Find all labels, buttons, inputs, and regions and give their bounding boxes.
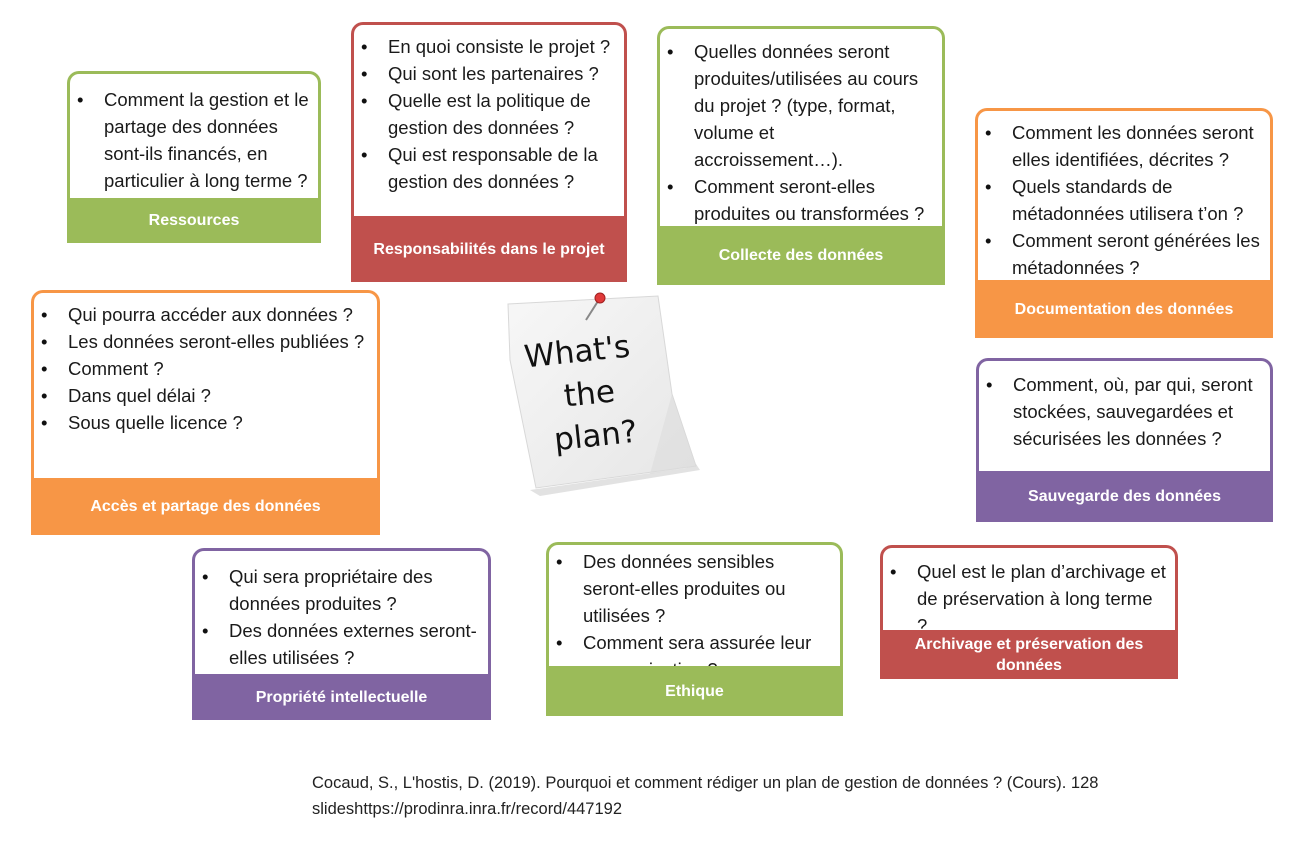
card-label: Archivage et préservation des données — [880, 630, 1178, 679]
question-list: Des données sensibles seront-elles produ… — [553, 548, 832, 683]
card-body: En quoi consiste le projet ? Qui sont le… — [351, 22, 627, 216]
question-list: Comment, où, par qui, seront stockées, s… — [983, 371, 1262, 452]
question-item: Comment ? — [38, 355, 369, 382]
card-body: Qui pourra accéder aux données ? Les don… — [31, 290, 380, 478]
sticky-note-icon — [507, 292, 700, 496]
card-archivage: Quel est le plan d’archivage et de prése… — [880, 545, 1178, 679]
card-body: Comment la gestion et le partage des don… — [67, 71, 321, 198]
question-item: Qui sera propriétaire des données produi… — [199, 563, 480, 617]
card-label: Collecte des données — [657, 226, 945, 285]
question-item: En quoi consiste le projet ? — [358, 33, 616, 60]
question-list: Comment les données seront elles identif… — [982, 119, 1262, 281]
question-list: Comment la gestion et le partage des don… — [74, 86, 310, 194]
card-label: Ethique — [546, 666, 843, 716]
card-label: Accès et partage des données — [31, 478, 380, 535]
card-label: Propriété intellectuelle — [192, 674, 491, 720]
card-label: Documentation des données — [975, 280, 1273, 338]
card-label: Ressources — [67, 198, 321, 243]
question-item: Comment, où, par qui, seront stockées, s… — [983, 371, 1262, 452]
question-list: Qui pourra accéder aux données ? Les don… — [38, 301, 369, 436]
question-item: Quelles données seront produites/utilisé… — [664, 38, 928, 173]
card-body: Comment, où, par qui, seront stockées, s… — [976, 358, 1273, 471]
question-item: Comment seront générées les métadonnées … — [982, 227, 1262, 281]
question-item: Comment les données seront elles identif… — [982, 119, 1262, 173]
question-list: Quel est le plan d’archivage et de prése… — [887, 558, 1167, 639]
card-propriete: Qui sera propriétaire des données produi… — [192, 548, 491, 720]
card-body: Comment les données seront elles identif… — [975, 108, 1273, 280]
card-body: Quel est le plan d’archivage et de prése… — [880, 545, 1178, 636]
question-item: Comment la gestion et le partage des don… — [74, 86, 310, 194]
question-item: Quels standards de métadonnées utilisera… — [982, 173, 1262, 227]
whats-the-plan-note: What's the plan? — [500, 290, 710, 500]
card-body: Des données sensibles seront-elles produ… — [546, 542, 843, 680]
card-acces: Qui pourra accéder aux données ? Les don… — [31, 290, 380, 535]
citation-text: Cocaud, S., L'hostis, D. (2019). Pourquo… — [312, 774, 1099, 818]
card-documentation: Comment les données seront elles identif… — [975, 108, 1273, 338]
question-item: Qui pourra accéder aux données ? — [38, 301, 369, 328]
question-list: En quoi consiste le projet ? Qui sont le… — [358, 33, 616, 195]
question-item: Comment seront-elles produites ou transf… — [664, 173, 928, 227]
card-sauvegarde: Comment, où, par qui, seront stockées, s… — [976, 358, 1273, 522]
question-item: Quel est le plan d’archivage et de prése… — [887, 558, 1167, 639]
card-label: Responsabilités dans le projet — [351, 216, 627, 282]
card-collecte: Quelles données seront produites/utilisé… — [657, 26, 945, 285]
question-list: Qui sera propriétaire des données produi… — [199, 563, 480, 671]
card-body: Qui sera propriétaire des données produi… — [192, 548, 491, 674]
card-ressources: Comment la gestion et le partage des don… — [67, 71, 321, 243]
question-list: Quelles données seront produites/utilisé… — [664, 38, 928, 227]
question-item: Sous quelle licence ? — [38, 409, 369, 436]
question-item: Qui est responsable de la gestion des do… — [358, 141, 616, 195]
note-line: the — [562, 373, 617, 415]
question-item: Dans quel délai ? — [38, 382, 369, 409]
card-label: Sauvegarde des données — [976, 471, 1273, 522]
question-item: Des données sensibles seront-elles produ… — [553, 548, 832, 629]
card-ethique: Des données sensibles seront-elles produ… — [546, 542, 843, 716]
card-body: Quelles données seront produites/utilisé… — [657, 26, 945, 226]
question-item: Qui sont les partenaires ? — [358, 60, 616, 87]
question-item: Quelle est la politique de gestion des d… — [358, 87, 616, 141]
card-responsabilites: En quoi consiste le projet ? Qui sont le… — [351, 22, 627, 282]
question-item: Les données seront-elles publiées ? — [38, 328, 369, 355]
question-item: Des données externes seront-elles utilis… — [199, 617, 480, 671]
